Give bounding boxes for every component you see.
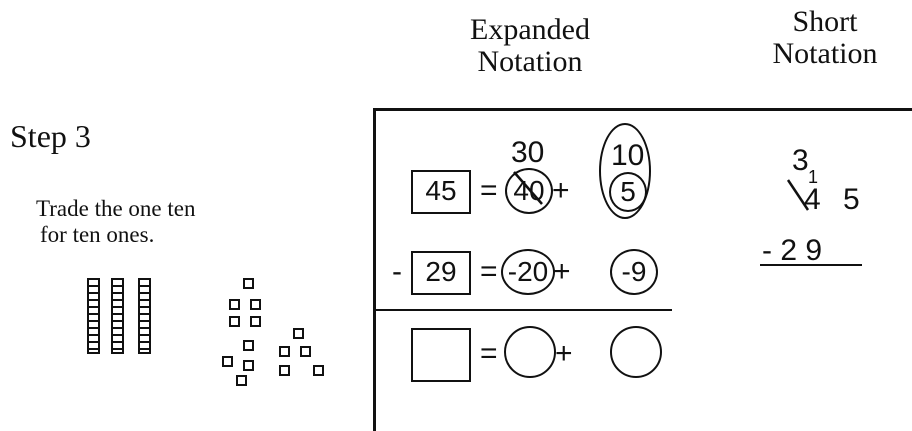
instruction-text: Trade the one ten for ten ones.: [36, 196, 195, 248]
ten-rod: [111, 278, 124, 354]
sum-divider-line: [376, 309, 672, 311]
ones-circle-5: 5: [609, 172, 647, 212]
short-top-ones: 5: [843, 183, 860, 216]
ones-value-5: 5: [620, 176, 636, 207]
short-cross-out-icon: [786, 179, 810, 211]
short-carry-one: 1: [808, 167, 819, 187]
ones-circle-neg9: -9: [610, 249, 658, 295]
instruction-line2: for ten ones.: [40, 222, 155, 247]
expanded-notation-panel: [373, 108, 912, 431]
short-header-line1: Short: [792, 5, 858, 38]
equals-sign: =: [480, 174, 498, 207]
subtrahend-box: 29: [411, 251, 471, 295]
step-label: Step 3: [10, 118, 91, 154]
unit-cube: [236, 375, 247, 386]
unit-cube: [229, 316, 240, 327]
instruction-line1: Trade the one ten: [36, 196, 196, 221]
answer-ones-circle: [610, 326, 662, 378]
unit-cube: [279, 346, 290, 357]
answer-box: [411, 328, 471, 382]
unit-cube: [250, 316, 261, 327]
short-top-tens: 4: [804, 183, 821, 216]
equals-sign: =: [480, 337, 498, 370]
unit-cube: [300, 346, 311, 357]
unit-cube: [243, 360, 254, 371]
short-crossed-tens-new: 3: [792, 144, 809, 177]
expanded-header-line1: Expanded: [470, 13, 590, 46]
unit-cube: [293, 328, 304, 339]
regroup-tens-value: 30: [511, 136, 545, 169]
tens-circle-neg20: -20: [501, 249, 555, 295]
short-notation-header: Short Notation: [750, 6, 900, 70]
equals-sign: =: [480, 255, 498, 288]
short-underline: [760, 264, 862, 266]
short-header-line2: Notation: [772, 37, 878, 70]
ten-rod: [87, 278, 100, 354]
minuend-box: 45: [411, 170, 471, 214]
tens-value-neg20: -20: [507, 256, 549, 287]
cross-out-icon: [513, 171, 543, 205]
plus-sign: +: [555, 337, 573, 370]
unit-cube: [243, 278, 254, 289]
ten-rod: [138, 278, 151, 354]
unit-cube: [222, 356, 233, 367]
short-bottom-number: - 2 9: [762, 234, 823, 267]
plus-sign: +: [553, 255, 571, 288]
unit-cube: [229, 299, 240, 310]
regroup-oval: [599, 123, 651, 219]
answer-tens-circle: [504, 326, 556, 378]
expanded-notation-header: Expanded Notation: [440, 14, 620, 78]
minus-sign: -: [392, 255, 402, 288]
expanded-header-line2: Notation: [477, 45, 583, 78]
ones-value-neg9: -9: [621, 256, 647, 287]
unit-cube: [279, 365, 290, 376]
unit-cube: [313, 365, 324, 376]
unit-cube: [243, 340, 254, 351]
unit-cube: [250, 299, 261, 310]
plus-sign: +: [552, 174, 570, 207]
